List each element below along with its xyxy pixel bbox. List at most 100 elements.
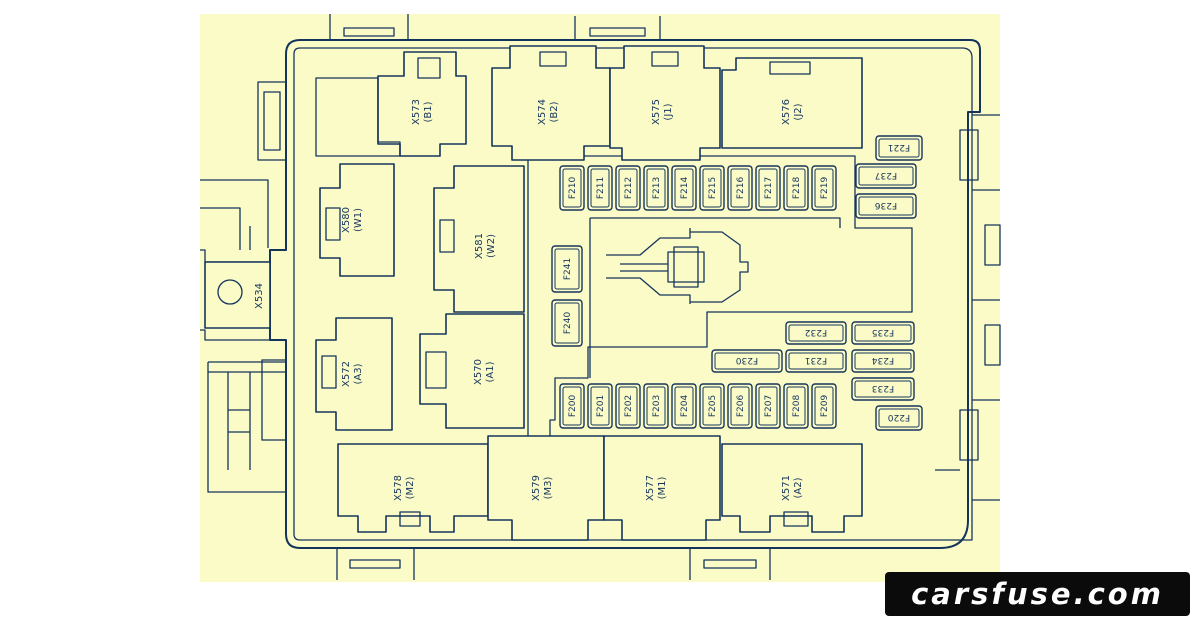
fuse-label: F241	[563, 258, 573, 280]
fuse-f203: F203	[643, 383, 669, 429]
connector-label-x575: X575(J1)	[651, 99, 674, 125]
fuse-f216: F216	[727, 165, 753, 211]
connector-label-x576: X576(J2)	[781, 99, 804, 125]
fuse-label: F209	[820, 395, 830, 418]
connector-labels: X573(B1) X574(B2) X575(J1) X576(J2) X580…	[254, 99, 804, 501]
fuse-label: F207	[764, 395, 774, 417]
fuse-label: F211	[596, 177, 606, 199]
fuse-row-bottom: F200 F201 F202 F203 F204 F205 F206 F207 F208 F209	[559, 383, 837, 429]
fuse-f233: F233	[851, 377, 915, 401]
fuse-f236: F236	[855, 193, 917, 219]
fuse-f207: F207	[755, 383, 781, 429]
fuse-f220: F220	[875, 405, 923, 431]
brand-badge: carsfuse.com	[885, 572, 1190, 616]
fuse-f241: F241	[551, 245, 583, 293]
fuse-f217: F217	[755, 165, 781, 211]
brand-text: carsfuse.com	[911, 577, 1164, 611]
fuse-label: F205	[708, 395, 718, 417]
connector-x571-body	[721, 443, 863, 533]
fuse-f240: F240	[551, 299, 583, 347]
connector-label-x581: X581(W2)	[474, 233, 497, 259]
connector-label-x571: X571(A2)	[781, 475, 804, 501]
fuse-label: F200	[568, 395, 578, 418]
fuse-label: F202	[624, 395, 634, 417]
fuse-label: F220	[888, 412, 911, 422]
fuse-f235: F235	[851, 321, 915, 345]
connector-x581-body	[433, 165, 525, 313]
fuse-f205: F205	[699, 383, 725, 429]
fuse-f218: F218	[783, 165, 809, 211]
connector-x580-body	[319, 163, 395, 277]
terminal-symbol	[606, 228, 749, 304]
fuse-f200: F200	[559, 383, 585, 429]
connector-x572-body	[315, 317, 393, 431]
fuse-f201: F201	[587, 383, 613, 429]
connector-label-x579: X579(M3)	[531, 475, 554, 501]
fuse-row-top: F210 F211 F212 F213 F214 F215 F216 F217 F218 F219	[559, 165, 837, 211]
connector-x575-body	[609, 45, 721, 161]
fuse-f204: F204	[671, 383, 697, 429]
fuse-label: F213	[652, 177, 662, 199]
fuse-label: F231	[805, 355, 827, 365]
fuse-f231: F231	[785, 349, 847, 373]
connector-label-x570: X570(A1)	[473, 359, 496, 385]
fuse-label: F215	[708, 177, 718, 199]
fuse-label: F240	[563, 312, 573, 335]
connector-label-x534: X534	[254, 283, 265, 309]
fuse-label: F212	[624, 177, 634, 199]
fuse-f206: F206	[727, 383, 753, 429]
connector-label-x574: X574(B2)	[537, 99, 560, 125]
fuse-f232: F232	[785, 321, 847, 345]
fuse-label: F208	[792, 395, 802, 418]
fuse-f202: F202	[615, 383, 641, 429]
fuse-label: F206	[736, 395, 746, 418]
fuse-label: F234	[872, 355, 895, 365]
fuse-label: F216	[736, 177, 746, 200]
connector-label-x572: X572(A3)	[341, 361, 364, 387]
fuse-label: F233	[872, 383, 894, 393]
fuse-f209: F209	[811, 383, 837, 429]
fuse-f219: F219	[811, 165, 837, 211]
fuse-label: F203	[652, 395, 662, 417]
inner-plate	[527, 155, 913, 441]
connector-label-x578: X578(M2)	[393, 475, 416, 501]
fuse-label: F232	[805, 327, 827, 337]
connector-x570-body	[419, 313, 525, 429]
connector-x576-body	[721, 57, 863, 149]
fuse-f213: F213	[643, 165, 669, 211]
fuse-label: F201	[596, 395, 606, 417]
connector-blocks	[204, 45, 863, 541]
fuse-label: F218	[792, 177, 802, 200]
fuse-label: F214	[680, 177, 690, 200]
fuse-f210: F210	[559, 165, 585, 211]
fuse-label: F217	[764, 177, 774, 199]
fuse-f212: F212	[615, 165, 641, 211]
fuse-f230: F230	[711, 349, 783, 373]
fuse-f234: F234	[851, 349, 915, 373]
fuse-f215: F215	[699, 165, 725, 211]
stud-circle	[217, 279, 243, 305]
connector-x534-body	[204, 261, 271, 329]
fuse-label: F230	[736, 355, 759, 365]
fuse-f211: F211	[587, 165, 613, 211]
fuse-label: F219	[820, 177, 830, 200]
fuse-f208: F208	[783, 383, 809, 429]
connector-label-x577: X577(M1)	[645, 475, 668, 501]
fuse-label: F235	[872, 327, 894, 337]
fuse-label: F237	[875, 170, 897, 180]
fuse-f214: F214	[671, 165, 697, 211]
fuse-label: F210	[568, 177, 578, 200]
housing-outline	[200, 14, 1001, 580]
fuse-f237: F237	[855, 163, 917, 189]
fuse-label: F204	[680, 395, 690, 418]
fuse-label: F236	[875, 200, 898, 210]
connector-x577-body	[603, 435, 721, 541]
fuse-f221: F221	[875, 135, 923, 161]
fuse-label: F221	[888, 142, 910, 152]
connector-label-x580: X580(W1)	[341, 207, 364, 233]
connector-label-x573: X573(B1)	[411, 99, 434, 125]
